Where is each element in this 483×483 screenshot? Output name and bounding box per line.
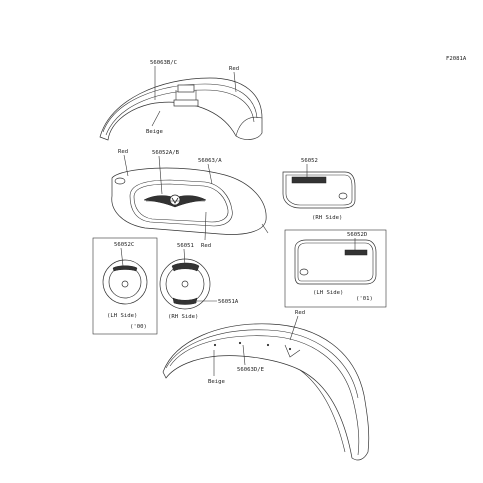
tank-part-a-label: 56052A/B <box>152 150 180 156</box>
emblem-lh-box <box>92 237 158 335</box>
side-cover-rh <box>282 171 356 209</box>
emblem-rh-part-label: 56051 <box>177 243 194 249</box>
side-cover-rh-part-label: 56052 <box>301 158 318 164</box>
emblem-lh-year: ('00) <box>130 324 147 330</box>
front-fender-part-label: 56063B/C <box>150 60 177 66</box>
vulcan-logo-icon <box>112 265 138 272</box>
emblem-lh <box>102 259 148 305</box>
tank-red-top-label: Red <box>118 149 128 155</box>
rear-fender-red-label: Red <box>295 310 305 316</box>
emblem-rh-part-b-label: 56051A <box>218 299 239 305</box>
emblem-lh-part-label: 56052C <box>114 242 134 248</box>
emblem-rh-note: (RH Side) <box>168 314 198 320</box>
rear-fender-part-label: 56063D/E <box>237 367 265 373</box>
side-cover-lh-year: ('01) <box>356 296 373 302</box>
vulcan-logo-icon <box>171 262 200 272</box>
side-cover-rh-note: (RH Side) <box>312 215 342 221</box>
figure-code: F2081A <box>446 56 467 62</box>
emblem-lh-note: (LH Side) <box>107 313 137 319</box>
side-cover-lh-part-label: 56052D <box>347 232 368 238</box>
tank-red-bottom-label: Red <box>201 243 211 249</box>
side-cover-lh-box <box>284 229 387 308</box>
kawasaki-wordmark-icon <box>172 297 198 305</box>
front-fender-beige-label: Beige <box>146 129 163 135</box>
rear-fender <box>162 323 370 461</box>
front-fender <box>99 77 263 141</box>
tank-part-b-label: 56063/A <box>198 158 222 164</box>
front-fender-mount <box>173 99 199 107</box>
rear-fender-beige-label: Beige <box>208 379 225 385</box>
front-fender-red-label: Red <box>229 66 239 72</box>
side-cover-lh-badge <box>344 249 368 256</box>
side-cover-rh-badge <box>291 176 327 184</box>
side-cover-lh-note: (LH Side) <box>313 290 343 296</box>
emblem-rh <box>159 258 211 310</box>
side-cover-lh <box>294 239 377 285</box>
fuel-tank <box>111 167 269 235</box>
